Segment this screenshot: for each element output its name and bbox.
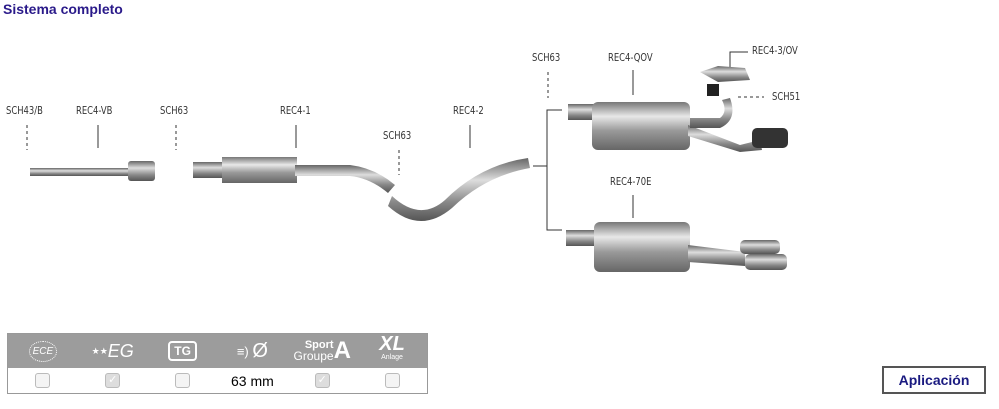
label-rec470e: REC4-70E [610, 175, 652, 188]
label-rec4vb: REC4-VB [76, 104, 113, 117]
bracket [546, 109, 562, 231]
tg-icon: TG [148, 334, 218, 368]
muffler-rec4qov [568, 98, 788, 152]
label-sch43b: SCH43/B [6, 104, 43, 117]
groupe-a-checkbox[interactable]: ✓ [314, 373, 330, 388]
label-sch63c: SCH63 [532, 51, 561, 64]
eg-checkbox[interactable]: ✓ [105, 373, 121, 388]
pipe-rec41 [193, 157, 395, 193]
muffler-rec470e [566, 222, 787, 272]
leader-rec43ov [729, 51, 748, 68]
section-title: Sistema completo [3, 1, 123, 17]
label-rec41: REC4-1 [280, 104, 311, 117]
label-rec42: REC4-2 [453, 104, 484, 117]
tg-checkbox[interactable] [175, 373, 191, 388]
diameter-value: 63 mm [231, 372, 274, 389]
label-rec4qov: REC4-QOV [608, 51, 653, 64]
exhaust-system-diagram [26, 51, 788, 272]
pipe-rec42 [388, 158, 530, 222]
aplicacion-button[interactable]: Aplicación [882, 366, 986, 394]
ece-checkbox[interactable] [35, 373, 51, 388]
diameter-icon: ≡) Ø [236, 339, 268, 362]
label-rec43ov: REC4-3/OV [752, 44, 798, 57]
xl-checkbox[interactable] [384, 373, 400, 388]
label-sch51: SCH51 [772, 90, 801, 103]
eg-icon: ★★EG [91, 340, 134, 361]
ece-icon: ECE [8, 334, 78, 368]
pipe-rec4vb [30, 161, 155, 181]
label-sch63a: SCH63 [160, 104, 189, 117]
tailpipe-rec43ov [700, 66, 750, 96]
label-sch63b: SCH63 [383, 129, 412, 142]
